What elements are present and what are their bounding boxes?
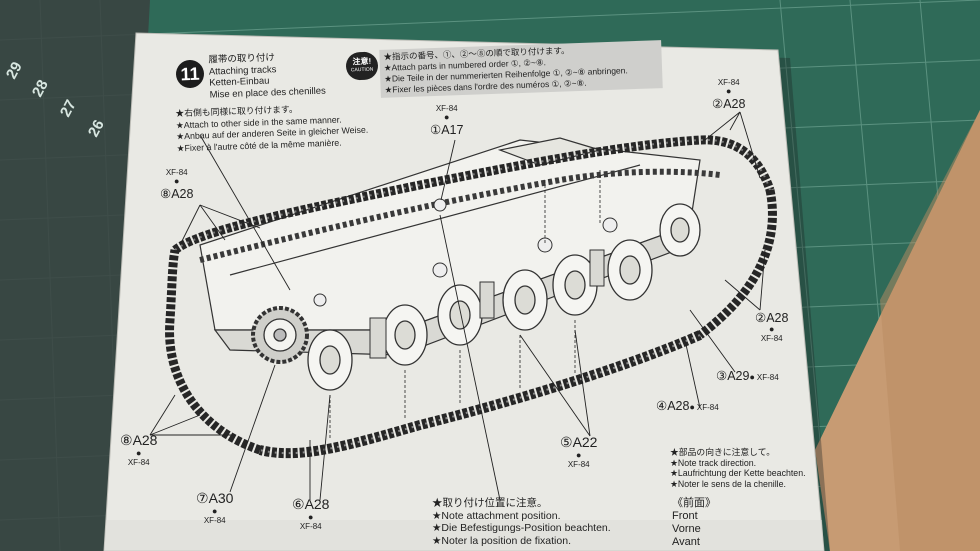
- dot-icon: ●: [174, 176, 180, 186]
- part-label-8-top: XF-84 ● ⑧A28: [160, 168, 193, 201]
- paint-code: XF-84: [127, 458, 150, 467]
- part-id: A28: [171, 187, 194, 201]
- paint-code: XF-84: [165, 168, 188, 177]
- dot-icon: ●: [726, 86, 732, 96]
- paint-code: XF-84: [299, 522, 322, 531]
- track-direction-note: ★部品の向きに注意して。 ★Note track direction. ★Lau…: [670, 447, 806, 489]
- guide-arrows: [329, 170, 601, 440]
- paint-code: XF-84: [435, 104, 458, 113]
- dot-icon: ●: [136, 448, 142, 458]
- part-label-1: XF-84 ● ①A17: [430, 104, 463, 137]
- road-wheels: [307, 203, 701, 391]
- note-line: ★取り付け位置に注意。: [432, 497, 548, 509]
- front-label-jp: 《前面》: [672, 497, 716, 509]
- part-id: A28: [723, 97, 746, 111]
- part-id: A29: [727, 369, 750, 383]
- part-label-2-right: ②A28 ● XF-84: [755, 310, 788, 343]
- paint-code: XF-84: [567, 460, 590, 469]
- other-side-note: ★右側も同様に取り付けます。 ★Attach to other side in …: [175, 102, 369, 155]
- note-line: ★Laufrichtung der Kette beachten.: [670, 468, 806, 478]
- part-label-2-top: XF-84 ● ②A28: [712, 78, 745, 111]
- part-id: A28: [132, 432, 158, 448]
- dot-icon: ●: [749, 372, 755, 382]
- paint-code: XF-84: [760, 334, 783, 343]
- note-line: ★Noter le sens de la chenille.: [670, 478, 786, 489]
- part-label-4: ④A28●XF-84: [656, 398, 719, 413]
- step-num: ④: [656, 399, 668, 413]
- drive-sprocket: [251, 306, 309, 364]
- note-line: ★Die Befestigungs-Position beachten.: [432, 522, 611, 534]
- paint-code: XF-84: [756, 373, 779, 382]
- part-id: A28: [766, 311, 789, 325]
- step-num: ⑧: [120, 432, 133, 448]
- part-label-6: ⑥A28 ● XF-84: [292, 496, 329, 531]
- step-num: ②: [712, 97, 724, 111]
- step-num: ②: [755, 311, 767, 325]
- step-num: ③: [716, 369, 728, 383]
- step-num: ⑥: [292, 496, 305, 512]
- caution-box: ★指示の番号、①、②～⑧の順で取り付けます。 ★Attach parts in …: [379, 40, 663, 98]
- part-label-7: ⑦A30 ● XF-84: [196, 490, 233, 525]
- step-num: ⑦: [196, 490, 209, 506]
- note-line: ★部品の向きに注意して。: [670, 447, 776, 457]
- part-label-3: ③A29●XF-84: [716, 368, 779, 383]
- dot-icon: ●: [576, 450, 582, 460]
- part-label-5: ⑤A22 ● XF-84: [560, 434, 597, 469]
- leader-lines: [149, 111, 766, 501]
- dot-icon: ●: [769, 324, 775, 334]
- part-id: A28: [304, 496, 330, 512]
- dot-icon: ●: [444, 112, 450, 122]
- part-label-8-left: ⑧A28 ● XF-84: [120, 432, 157, 467]
- front-label-de: Vorne: [672, 523, 701, 535]
- note-line: ★Note attachment position.: [432, 509, 561, 522]
- front-label: 《前面》 Front Vorne Avant: [672, 497, 716, 549]
- suspension-arms: [369, 249, 605, 359]
- return-rollers: [313, 198, 618, 307]
- part-id: A28: [667, 399, 690, 413]
- dot-icon: ●: [689, 402, 695, 412]
- attach-position-note: ★取り付け位置に注意。 ★Note attachment position. ★…: [432, 497, 611, 547]
- paint-code: XF-84: [717, 78, 740, 87]
- dot-icon: ●: [308, 512, 314, 522]
- front-label-en: Front: [672, 510, 698, 522]
- front-label-fr: Avant: [672, 536, 700, 548]
- part-id: A22: [572, 434, 598, 450]
- step-num: ①: [430, 123, 442, 137]
- step-num: ⑧: [160, 187, 172, 201]
- part-id: A30: [208, 490, 234, 506]
- step-num: ⑤: [560, 434, 573, 450]
- caution-icon-en: CAUTION: [350, 66, 374, 74]
- step-title: 履帯の取り付け Attaching tracks Ketten-Einbau M…: [208, 49, 360, 100]
- dot-icon: ●: [212, 506, 218, 516]
- paint-code: XF-84: [203, 516, 226, 525]
- note-line: ★Note track direction.: [670, 457, 757, 468]
- paint-code: XF-84: [696, 403, 719, 412]
- caution-icon: 注意! CAUTION: [345, 51, 379, 81]
- note-line: ★Noter la position de fixation.: [432, 534, 571, 547]
- part-id: A17: [441, 123, 464, 137]
